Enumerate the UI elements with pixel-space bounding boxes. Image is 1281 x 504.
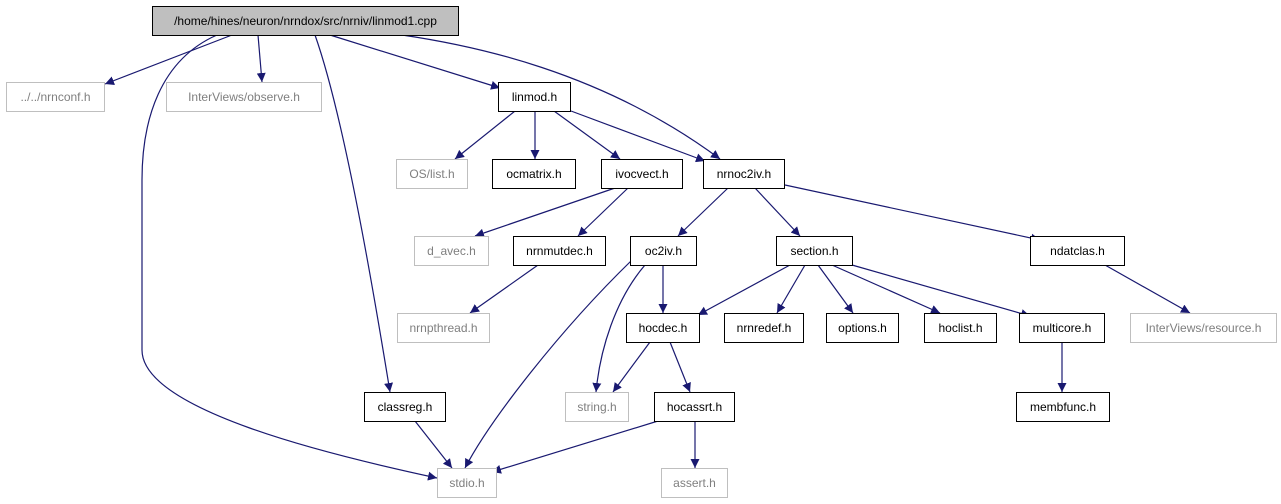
- edge-root-to-observe: [256, 34, 266, 83]
- edge-nrnmutdec-to-nrnpthread: [469, 264, 539, 314]
- edge-nrnoc2iv-to-ndatclas: [784, 184, 1041, 243]
- node-nrnpthread-h: nrnpthread.h: [397, 313, 490, 343]
- edge-classreg-to-stdio: [414, 420, 453, 469]
- node-ndatclas-h[interactable]: ndatclas.h: [1030, 236, 1125, 266]
- node-hoclist-h[interactable]: hoclist.h: [924, 313, 997, 343]
- edge-ivocvect-to-d-avec: [474, 187, 616, 238]
- node-membfunc-h[interactable]: membfunc.h: [1016, 392, 1110, 422]
- node-string-h: string.h: [565, 392, 629, 422]
- node-assert-h: assert.h: [661, 468, 728, 498]
- edge-nrnoc2iv-to-oc2iv: [677, 187, 729, 237]
- edge-oc2iv-to-stdio: [464, 259, 633, 469]
- edge-section-to-hoclist: [831, 264, 941, 314]
- edge-hocdec-to-string: [612, 341, 651, 393]
- node-ivocvect-h[interactable]: ivocvect.h: [601, 159, 683, 189]
- edge-root-to-nrnconf: [104, 34, 233, 85]
- edge-root-to-linmod: [329, 34, 501, 90]
- node-interviews-resource-h: InterViews/resource.h: [1130, 313, 1277, 343]
- edge-root-to-classreg: [314, 34, 393, 393]
- node-options-h[interactable]: options.h: [826, 313, 899, 343]
- node-section-h[interactable]: section.h: [776, 236, 853, 266]
- node-nrnmutdec-h[interactable]: nrnmutdec.h: [513, 236, 606, 266]
- node-ocmatrix-h[interactable]: ocmatrix.h: [492, 159, 576, 189]
- node-stdio-h: stdio.h: [437, 468, 497, 498]
- edge-linmod-to-oslist: [454, 110, 516, 160]
- node-interviews-observe-h: InterViews/observe.h: [166, 82, 322, 112]
- node-os-list-h: OS/list.h: [396, 159, 468, 189]
- edge-linmod-to-nrnoc2iv: [570, 110, 706, 163]
- node-classreg-h[interactable]: classreg.h: [364, 392, 446, 422]
- edge-root-to-stdio: [141, 34, 438, 481]
- node-linmod-h[interactable]: linmod.h: [498, 82, 571, 112]
- node-linmod1-cpp: /home/hines/neuron/nrndox/src/nrniv/linm…: [152, 6, 459, 36]
- edge-hocdec-to-hocassrt: [669, 341, 691, 393]
- edge-section-to-multicore: [851, 264, 1031, 318]
- node-nrnconf-h: ../../nrnconf.h: [6, 82, 105, 112]
- edge-nrnoc2iv-to-section: [754, 187, 801, 237]
- node-multicore-h[interactable]: multicore.h: [1019, 313, 1105, 343]
- edge-ivocvect-to-nrnmutdec: [577, 187, 629, 237]
- node-hocassrt-h[interactable]: hocassrt.h: [654, 392, 735, 422]
- node-d-avec-h: d_avec.h: [414, 236, 489, 266]
- edge-hocassrt-to-stdio: [491, 420, 659, 474]
- edge-section-to-options: [817, 264, 854, 314]
- node-hocdec-h[interactable]: hocdec.h: [626, 313, 700, 343]
- node-nrnoc2iv-h[interactable]: nrnoc2iv.h: [703, 159, 785, 189]
- edge-ndatclas-to-resource: [1104, 264, 1191, 314]
- node-oc2iv-h[interactable]: oc2iv.h: [630, 236, 697, 266]
- edge-root-to-nrnoc2iv: [401, 34, 721, 160]
- edge-oc2iv-to-string: [592, 264, 646, 393]
- edge-linmod-to-ivocvect: [553, 110, 621, 160]
- edge-section-to-nrnredef: [776, 264, 806, 314]
- node-nrnredef-h[interactable]: nrnredef.h: [724, 313, 804, 343]
- edge-section-to-hocdec: [697, 264, 791, 316]
